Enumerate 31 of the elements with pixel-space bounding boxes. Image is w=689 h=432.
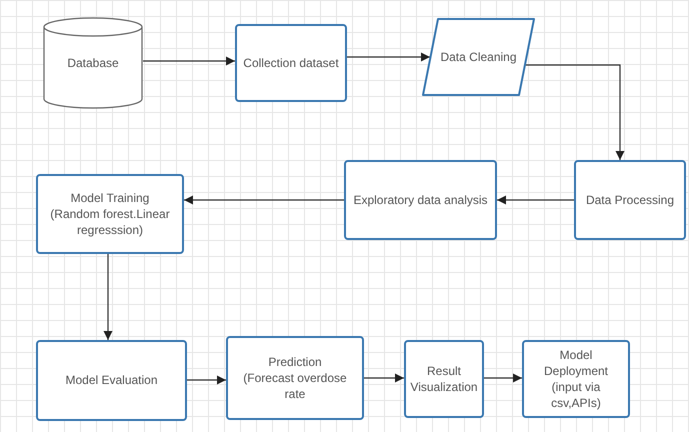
node-label: Database: [66, 54, 120, 72]
process-box: [226, 336, 364, 420]
node-label: Prediction: [267, 354, 323, 370]
node-label: Data Processing: [584, 192, 676, 208]
process-box: [522, 340, 630, 418]
node-label: Model Training: [70, 190, 150, 206]
process-box: [235, 24, 347, 102]
node-label: Model Evaluation: [64, 372, 159, 389]
node-label: Result Visualization: [409, 362, 479, 396]
arrow: [143, 56, 235, 66]
arrow: [484, 374, 522, 382]
arrow: [347, 52, 430, 62]
process-box: [574, 160, 686, 240]
arrow: [104, 254, 112, 340]
process-box: [404, 340, 484, 418]
process-box: [344, 160, 497, 240]
database-cylinder: [43, 18, 143, 108]
data-parallelogram: [422, 18, 535, 96]
node-description: (Random forest.Linear regresssion): [49, 206, 171, 238]
node-label: Collection dataset: [242, 54, 340, 72]
node-description: (input via csv,APIs): [550, 379, 602, 412]
node-label: Data Cleaning: [439, 48, 518, 66]
node-label: Exploratory data analysis: [352, 192, 489, 208]
arrow: [364, 374, 404, 382]
arrow: [187, 376, 226, 384]
arrow: [184, 196, 344, 204]
process-box: [36, 174, 184, 254]
node-description: (Forecast overdose rate: [242, 370, 348, 402]
process-box: [36, 340, 187, 421]
arrow: [497, 196, 574, 204]
node-label: Model Deployment: [542, 346, 610, 379]
